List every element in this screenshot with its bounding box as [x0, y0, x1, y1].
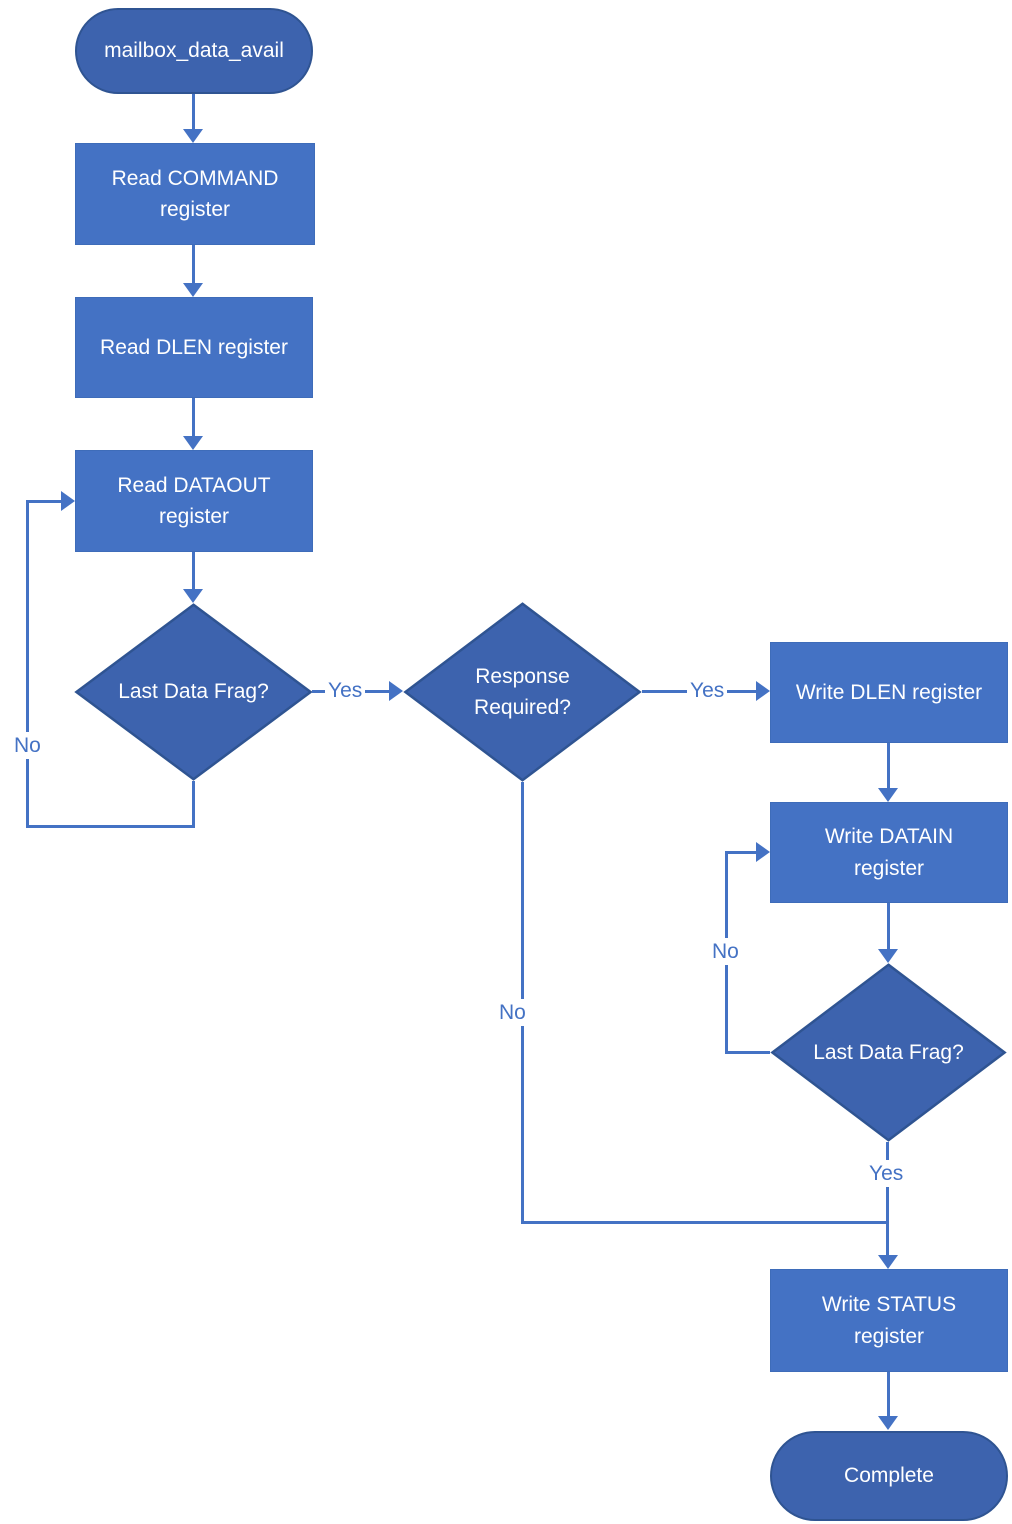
edge-readcommand-readdlen-arrowhead — [183, 283, 203, 297]
edge-readloop-up-line — [26, 501, 29, 828]
diamond-shape — [74, 603, 313, 781]
edge-readloop-down-line — [192, 781, 195, 827]
edge-junction-line — [521, 1221, 889, 1224]
node-start-label: mailbox_data_avail — [104, 39, 284, 63]
node-response-required-decision: Response Required? — [403, 602, 642, 782]
diamond-shape — [403, 602, 642, 782]
node-read-dlen-label: Read DLEN register — [100, 335, 288, 359]
edge-readloop-arrowhead — [61, 491, 75, 511]
edge-writestatus-complete-line — [887, 1372, 890, 1417]
edge-label-lastfragwrite-yes: Yes — [866, 1160, 907, 1188]
node-write-dlen: Write DLEN register — [770, 642, 1008, 743]
node-last-frag-read-decision: Last Data Frag? — [74, 603, 313, 781]
node-complete-terminator: Complete — [770, 1431, 1008, 1521]
node-complete-label: Complete — [844, 1464, 934, 1488]
node-read-command: Read COMMAND register — [75, 143, 315, 245]
node-last-frag-write-decision: Last Data Frag? — [770, 963, 1007, 1142]
edge-writedatain-lastfragwrite-arrowhead — [878, 949, 898, 963]
edge-readdataout-lastfragread-line — [192, 552, 195, 589]
node-write-datain: Write DATAIN register — [770, 802, 1008, 903]
node-write-status-label: Write STATUS register — [821, 1293, 957, 1348]
node-write-status: Write STATUS register — [770, 1269, 1008, 1372]
edge-writestatus-complete-arrowhead — [878, 1416, 898, 1430]
edge-lastfragread-response-arrowhead — [389, 681, 403, 701]
edge-start-readcommand-arrowhead — [183, 129, 203, 143]
edge-label-lastfragread-yes: Yes — [325, 677, 366, 705]
edge-junction-writestatus-arrowhead — [878, 1255, 898, 1269]
edge-readloop-top-line — [26, 500, 62, 503]
edge-label-read-loop-no: No — [11, 732, 44, 760]
edge-response-writedlen-arrowhead — [756, 681, 770, 701]
node-read-dataout-label: Read DATAOUT register — [117, 473, 271, 529]
edge-start-readcommand-line — [192, 94, 195, 130]
node-read-dataout: Read DATAOUT register — [75, 450, 313, 552]
node-last-frag-read-label: Last Data Frag? — [118, 680, 269, 704]
node-write-dlen-label: Write DLEN register — [795, 680, 983, 704]
edge-writedlen-writedatain-line — [887, 743, 890, 789]
edge-label-response-no: No — [496, 999, 529, 1027]
node-response-required-label: Response Required? — [474, 664, 571, 720]
edge-label-response-yes: Yes — [687, 677, 728, 705]
edge-writeloop-top-line — [725, 851, 756, 854]
edge-writedlen-writedatain-arrowhead — [878, 788, 898, 802]
node-read-command-label: Read COMMAND register — [111, 166, 279, 222]
node-last-frag-write-label: Last Data Frag? — [813, 1040, 964, 1064]
edge-readdlen-readdataout-arrowhead — [183, 436, 203, 450]
edge-readloop-bottom-line — [26, 825, 195, 828]
edge-label-write-loop-no: No — [709, 938, 742, 966]
edge-lastfragwrite-down-line — [886, 1142, 889, 1256]
diamond-shape — [770, 963, 1007, 1142]
edge-writeloop-bottom-line — [725, 1051, 770, 1054]
node-write-datain-label: Write DATAIN register — [824, 825, 954, 880]
node-start-terminator: mailbox_data_avail — [75, 8, 313, 94]
edge-readdataout-lastfragread-arrowhead — [183, 589, 203, 603]
node-read-dlen: Read DLEN register — [75, 297, 313, 398]
edge-readcommand-readdlen-line — [192, 245, 195, 283]
edge-writedatain-lastfragwrite-line — [887, 903, 890, 950]
edge-readdlen-readdataout-line — [192, 398, 195, 436]
edge-writeloop-arrowhead — [756, 842, 770, 862]
